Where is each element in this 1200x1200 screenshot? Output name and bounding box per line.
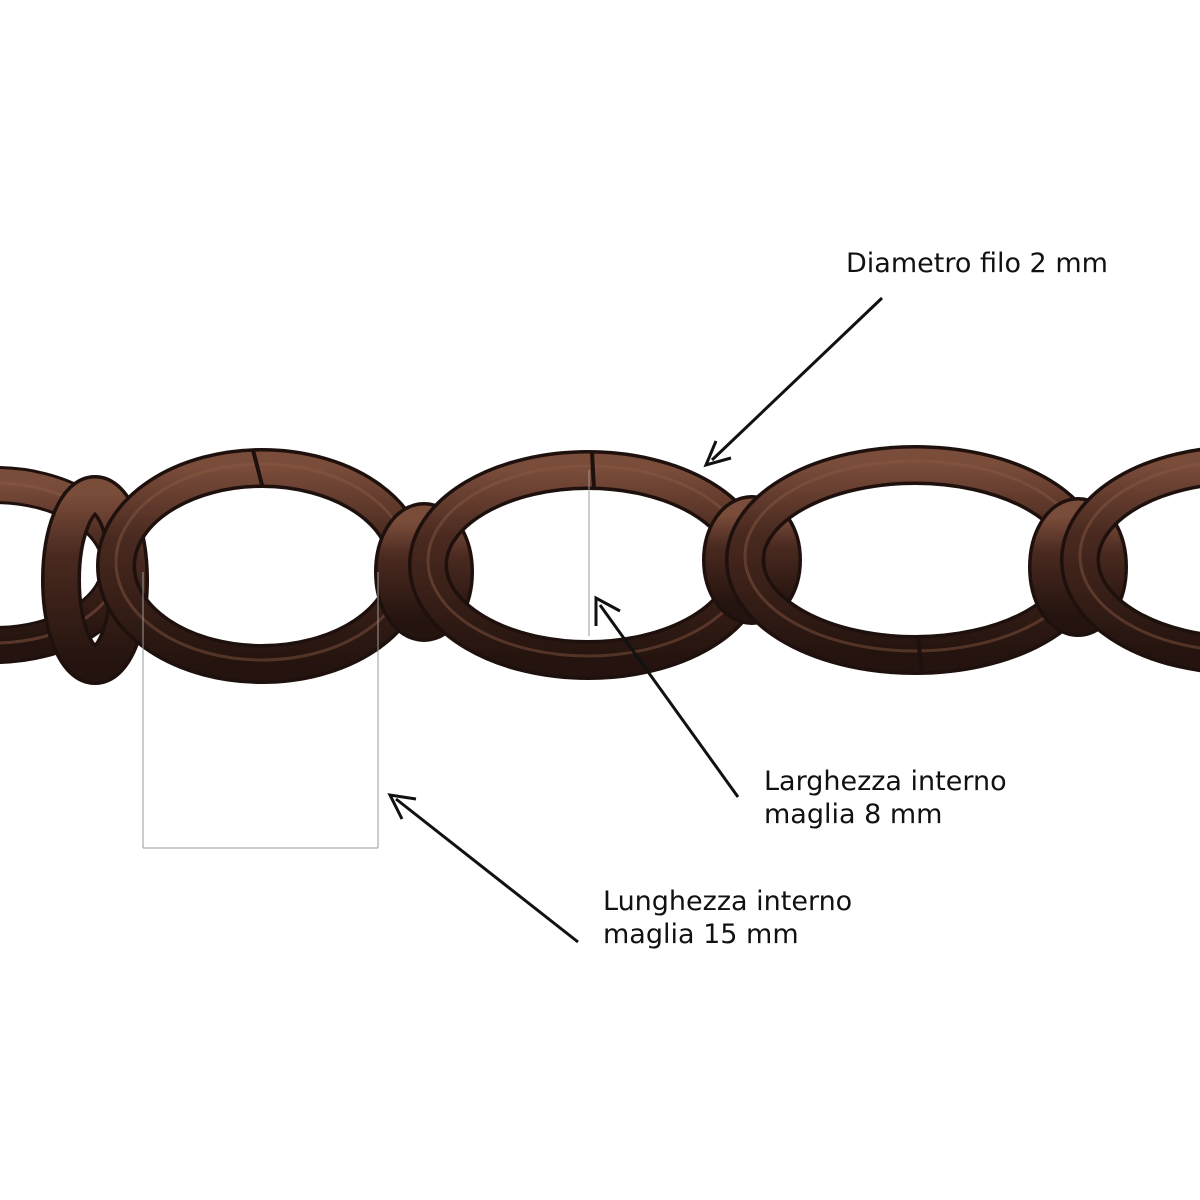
inner-width-label: Larghezza interno maglia 8 mm [764,765,1007,831]
inner-width-arrow [594,595,740,798]
inner-length-text-line1: Lunghezza interno [603,886,853,917]
wire-diameter-arrow [703,296,884,468]
inner-width-text-line2: maglia 8 mm [764,799,943,830]
chain-link-partial-right [1060,447,1200,673]
chain-link-1 [96,448,428,684]
wire-diameter-label: Diametro filo 2 mm [846,247,1108,280]
inner-length-arrow [387,793,579,944]
inner-width-text-line1: Larghezza interno [764,766,1007,797]
inner-length-text-line2: maglia 15 mm [603,919,799,950]
wire-diameter-text: Diametro filo 2 mm [846,248,1108,279]
chain-link-2 [408,450,768,680]
inner-length-label: Lunghezza interno maglia 15 mm [603,885,852,951]
inner-length-guide [142,572,379,849]
